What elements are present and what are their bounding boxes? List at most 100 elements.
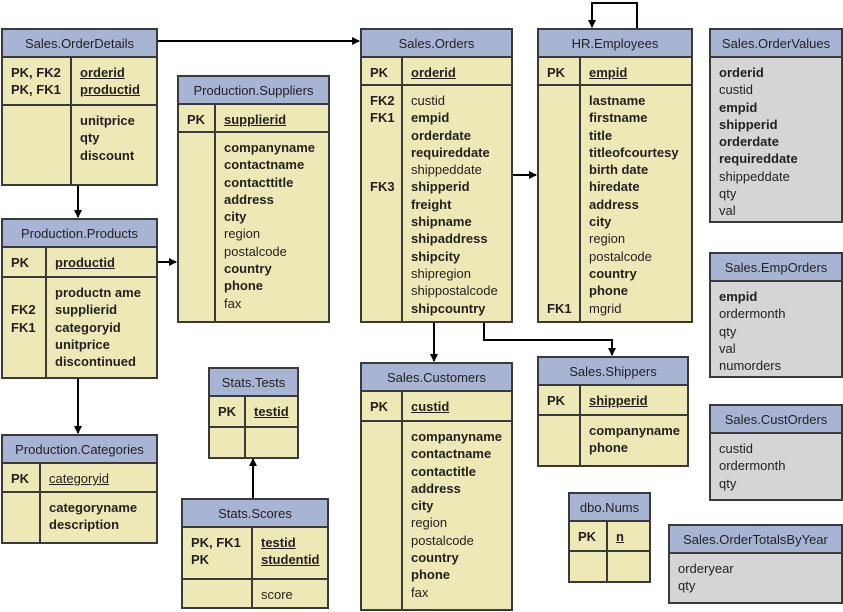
- column-name[interactable]: studentid: [261, 552, 320, 568]
- column-name[interactable]: empid: [411, 110, 450, 126]
- column-name[interactable]: address: [224, 191, 274, 207]
- column-name[interactable]: city: [411, 498, 434, 514]
- column-name[interactable]: unitprice: [55, 336, 110, 352]
- column-name[interactable]: shipperid: [411, 179, 470, 195]
- column-name[interactable]: titleofcourtesy: [589, 144, 679, 160]
- column-name[interactable]: fax: [411, 584, 429, 600]
- column-name[interactable]: score: [261, 587, 293, 602]
- column-name[interactable]: discount: [80, 147, 135, 163]
- column-name[interactable]: shipcity: [411, 248, 461, 264]
- column-name[interactable]: productn ame: [55, 285, 141, 300]
- column-name[interactable]: empid: [719, 99, 758, 115]
- column-name[interactable]: title: [589, 127, 613, 143]
- column-name[interactable]: orderdate: [719, 134, 779, 150]
- column-name[interactable]: supplierid: [55, 302, 118, 318]
- column-name[interactable]: supplierid: [224, 112, 287, 127]
- column-name[interactable]: productid: [55, 255, 115, 270]
- column-name[interactable]: country: [589, 265, 637, 281]
- column-name[interactable]: shippostalcode: [411, 283, 498, 299]
- column-name[interactable]: qty: [678, 578, 696, 594]
- column-name[interactable]: empid: [719, 289, 758, 304]
- column-name[interactable]: ordermonth: [719, 458, 786, 474]
- column-name[interactable]: phone: [589, 440, 628, 456]
- column-name[interactable]: city: [224, 209, 247, 225]
- column-name[interactable]: postalcode: [411, 532, 474, 548]
- column-name[interactable]: birth date: [589, 162, 649, 178]
- column-name[interactable]: region: [589, 231, 626, 247]
- column-name[interactable]: custid: [411, 399, 450, 414]
- column-name[interactable]: shipregion: [411, 265, 471, 281]
- column-name[interactable]: val: [719, 203, 736, 219]
- column-name[interactable]: address: [411, 480, 461, 496]
- column-name[interactable]: qty: [719, 186, 737, 202]
- column-name[interactable]: country: [224, 261, 272, 277]
- column-name[interactable]: phone: [589, 283, 628, 299]
- column-name[interactable]: shippeddate: [411, 162, 482, 178]
- column-name[interactable]: empid: [589, 65, 628, 80]
- column-name[interactable]: requireddate: [411, 144, 490, 160]
- column-name[interactable]: productid: [80, 82, 140, 98]
- column-name[interactable]: postalcode: [589, 248, 652, 264]
- column-name[interactable]: testid: [261, 535, 296, 550]
- column-name[interactable]: qty: [80, 130, 100, 146]
- column-name[interactable]: shipperid: [719, 116, 778, 132]
- column-name[interactable]: hiredate: [589, 179, 640, 195]
- column-name[interactable]: numorders: [719, 358, 782, 374]
- column-name[interactable]: shipname: [411, 214, 472, 230]
- column-name[interactable]: orderid: [719, 65, 764, 80]
- column-name[interactable]: orderid: [80, 65, 125, 80]
- column-name[interactable]: orderid: [411, 65, 456, 80]
- column-name[interactable]: description: [49, 517, 120, 533]
- column-name[interactable]: firstname: [589, 110, 648, 126]
- column-name[interactable]: freight: [411, 196, 452, 212]
- column-name[interactable]: shippeddate: [719, 168, 790, 184]
- column-name[interactable]: val: [719, 340, 736, 356]
- column-name[interactable]: contacttitle: [224, 174, 294, 190]
- column-name[interactable]: contactname: [411, 446, 492, 462]
- column-name[interactable]: mgrid: [589, 300, 622, 316]
- column-name[interactable]: region: [411, 515, 448, 531]
- column-name[interactable]: categoryid: [49, 471, 109, 486]
- column-name[interactable]: custid: [719, 441, 753, 456]
- column-name[interactable]: custid: [719, 82, 753, 98]
- column-name[interactable]: testid: [254, 404, 289, 419]
- column-name[interactable]: qty: [719, 475, 737, 491]
- column-name[interactable]: n: [616, 529, 624, 544]
- column-name[interactable]: contactname: [224, 157, 305, 173]
- column-name[interactable]: categoryid: [55, 319, 121, 335]
- column-name[interactable]: shipcountry: [411, 300, 486, 316]
- column-name[interactable]: lastname: [589, 93, 646, 108]
- column-name[interactable]: orderdate: [411, 127, 471, 143]
- column-name[interactable]: postalcode: [224, 243, 287, 259]
- column-name[interactable]: companyname: [411, 429, 503, 444]
- column-name[interactable]: categoryname: [49, 500, 138, 515]
- column-name[interactable]: qty: [719, 323, 737, 339]
- column-name[interactable]: orderyear: [678, 561, 734, 576]
- column-name[interactable]: ordermonth: [719, 306, 786, 322]
- column-name[interactable]: phone: [224, 278, 263, 294]
- column-name[interactable]: companyname: [224, 140, 316, 155]
- column-name[interactable]: contactitle: [411, 463, 477, 479]
- column-name[interactable]: city: [589, 214, 612, 230]
- column-name[interactable]: fax: [224, 295, 242, 311]
- column-name[interactable]: shipperid: [589, 393, 648, 408]
- column-name[interactable]: unitprice: [80, 113, 135, 128]
- column-name[interactable]: phone: [411, 567, 450, 583]
- column-name[interactable]: custid: [411, 93, 445, 108]
- column-name[interactable]: region: [224, 226, 261, 242]
- column-name[interactable]: address: [589, 196, 639, 212]
